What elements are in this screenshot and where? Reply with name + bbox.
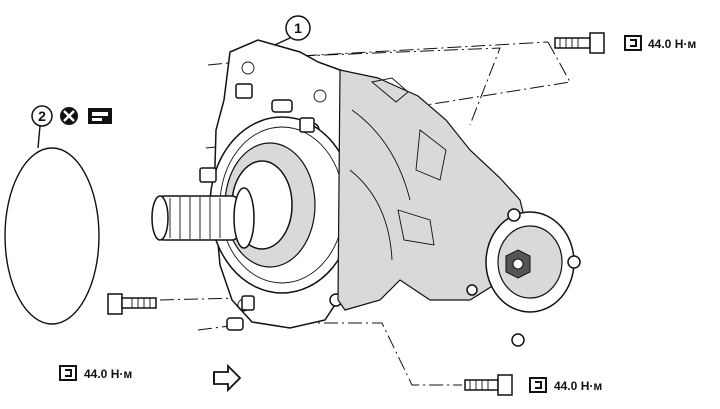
torque-wrench-icon xyxy=(59,365,77,381)
front-arrow-icon xyxy=(213,363,242,393)
o-ring xyxy=(4,147,100,325)
bolt-top-right xyxy=(554,32,605,54)
callout-1: 1 xyxy=(267,15,311,49)
bolt-bottom-right xyxy=(464,374,513,396)
callout-2-number: 2 xyxy=(38,108,46,124)
callout-1-number: 1 xyxy=(294,20,302,36)
torque-wrench-icon xyxy=(624,35,642,51)
do-not-reuse-icon xyxy=(60,107,78,125)
torque-wrench-icon xyxy=(529,377,547,393)
torque-label-bottom-left: 44.0 Н·м xyxy=(84,367,132,381)
oil-can-icon xyxy=(88,108,112,124)
torque-label-top-right: 44.0 Н·м xyxy=(648,37,696,51)
transfer-case-housing xyxy=(151,39,581,347)
bolt-bottom-left xyxy=(107,293,157,315)
torque-label-bottom-right: 44.0 Н·м xyxy=(554,379,602,393)
callout-2: 2 xyxy=(31,105,53,149)
